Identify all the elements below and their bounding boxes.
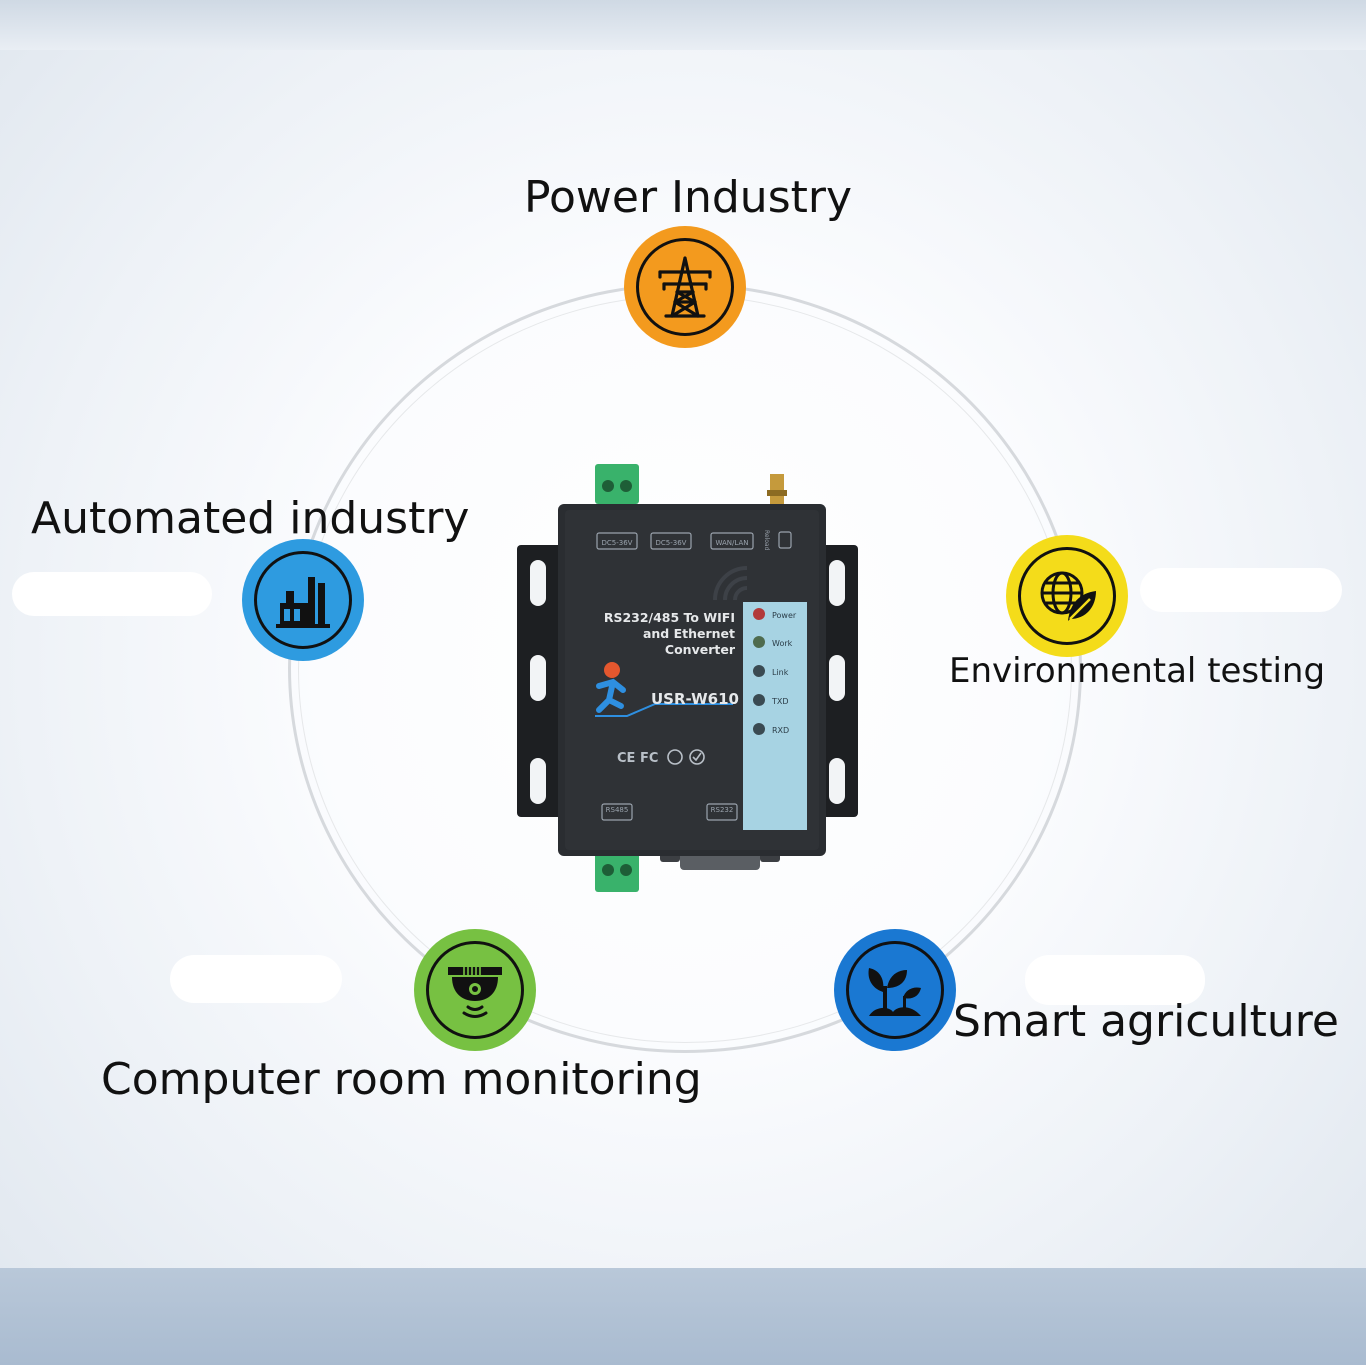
led-link [753, 665, 765, 677]
cert-mark-icon [667, 749, 683, 765]
badge-automated-industry [242, 539, 364, 661]
port-label-reload: Reload [763, 530, 770, 551]
top-terminal-block [595, 464, 639, 504]
label-environmental-testing: Environmental testing [949, 651, 1326, 691]
label-smart-agriculture: Smart agriculture [953, 996, 1339, 1047]
badge-computer-room-monitoring [414, 929, 536, 1051]
port-label-rs485: RS485 [606, 806, 629, 814]
led-work [753, 636, 765, 648]
globe-leaf-icon [1040, 571, 1096, 621]
led-rxd [753, 723, 765, 735]
device-illustration: DC5-36V DC5-36V WAN/LAN Reload RS232/485… [517, 464, 858, 892]
badge-power-industry [624, 226, 746, 348]
device-title-line2: and Ethernet [643, 626, 735, 641]
bottom-band [0, 1268, 1366, 1365]
decor-pill [170, 955, 342, 1003]
device-title-line3: Converter [665, 642, 736, 657]
decor-pill [1140, 568, 1342, 612]
led-panel [743, 602, 807, 830]
bottom-terminal-block [595, 852, 639, 892]
port-label-dc-2: DC5-36V [656, 539, 687, 547]
label-automated-industry: Automated industry [31, 493, 470, 544]
port-label-rs232: RS232 [711, 806, 734, 814]
device-model: USR-W610 [651, 690, 739, 708]
label-computer-room-monitoring: Computer room monitoring [101, 1054, 702, 1105]
led-label-txd: TXD [771, 697, 789, 706]
seedling-icon [868, 968, 921, 1016]
label-power-industry: Power Industry [524, 172, 853, 223]
led-label-link: Link [772, 668, 789, 677]
security-camera-icon [448, 967, 502, 1018]
led-label-rxd: RXD [772, 726, 789, 735]
usr-w610-device: DC5-36V DC5-36V WAN/LAN Reload RS232/485… [515, 460, 860, 895]
device-certifications: CE FC [617, 751, 658, 766]
decor-pill [12, 572, 212, 616]
usr-logo-icon [595, 662, 733, 717]
device-title-line1: RS232/485 To WIFI [604, 610, 735, 625]
port-label-wan-lan: WAN/LAN [715, 539, 748, 547]
badge-environmental-testing [1006, 535, 1128, 657]
decor-pill [1025, 955, 1205, 1005]
port-label-dc-1: DC5-36V [602, 539, 633, 547]
badge-smart-agriculture [834, 929, 956, 1051]
check-mark-icon [689, 749, 705, 765]
factory-icon [276, 577, 330, 628]
top-band [0, 0, 1366, 50]
transmission-tower-icon [658, 256, 712, 318]
led-label-work: Work [772, 639, 793, 648]
led-label-power: Power [772, 611, 797, 620]
led-txd [753, 694, 765, 706]
led-power [753, 608, 765, 620]
